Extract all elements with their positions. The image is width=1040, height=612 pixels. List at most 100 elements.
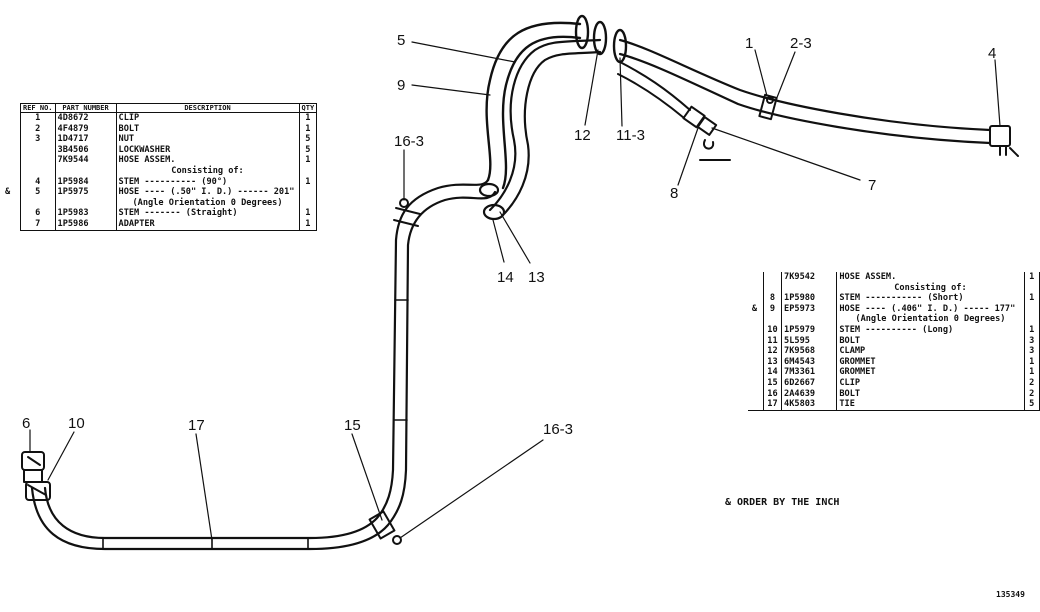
quantity-cell: 1 <box>1023 324 1040 336</box>
fitting-7-8 <box>682 105 731 161</box>
description-cell: (Angle Orientation 0 Degrees) <box>115 197 300 209</box>
ref-number-cell: 7 <box>20 218 56 231</box>
description-cell: STEM ---------- (Long) <box>836 324 1025 336</box>
callout-6: 6 <box>22 415 30 432</box>
ref-number-cell: 2 <box>20 123 56 135</box>
callout-10: 10 <box>68 415 85 432</box>
part-number-cell: 4F4879 <box>54 123 117 135</box>
table-row: (Angle Orientation 0 Degrees) <box>748 314 1040 325</box>
part-number-cell <box>781 282 838 294</box>
callout-8: 8 <box>670 185 678 202</box>
callout-15: 15 <box>344 417 361 434</box>
order-by-inch-mark: & <box>5 187 11 198</box>
callout-11-3: 11-3 <box>616 127 645 144</box>
callout-16-3-upper: 16-3 <box>394 133 424 150</box>
order-by-inch-mark <box>748 389 763 400</box>
quantity-cell: 1 <box>1023 293 1040 304</box>
quantity-cell: 2 <box>1023 388 1040 400</box>
ref-number-cell: 11 <box>762 335 783 347</box>
part-number-cell: 7M3361 <box>781 367 838 378</box>
ref-number-cell: 4 <box>20 176 56 188</box>
hose-9 <box>485 21 582 190</box>
table-row: Consisting of: <box>748 282 1040 294</box>
quantity-cell <box>298 165 318 177</box>
ref-number-cell: 13 <box>762 356 783 368</box>
header-part-number: PART NUMBER <box>54 103 117 113</box>
part-number-cell: 3B4506 <box>54 144 117 156</box>
fitting-6-10 <box>21 451 51 501</box>
quantity-cell <box>1023 282 1040 294</box>
callout-17: 17 <box>188 417 205 434</box>
description-cell: Consisting of: <box>115 165 300 177</box>
order-by-inch-mark <box>748 325 763 336</box>
order-by-inch-mark <box>748 272 763 283</box>
leader-lines <box>29 41 1001 541</box>
order-by-inch-mark <box>748 378 763 389</box>
callout-16-3-lower: 16-3 <box>543 421 573 438</box>
part-number-cell: 6D2667 <box>781 377 838 389</box>
quantity-cell: 2 <box>1023 377 1040 389</box>
clip-15 <box>368 510 402 545</box>
quantity-cell: 1 <box>298 218 318 231</box>
description-cell: BOLT <box>115 123 300 135</box>
callout-1: 1 <box>745 35 753 52</box>
description-cell: HOSE ---- (.50" I. D.) ------ 201" <box>115 187 300 198</box>
part-number-cell: 1P5984 <box>54 176 117 188</box>
part-number-cell: 7K9542 <box>781 272 838 283</box>
quantity-cell: 1 <box>1023 367 1040 378</box>
part-number-cell <box>54 197 117 209</box>
order-by-inch-mark <box>748 367 763 378</box>
order-by-inch-mark <box>748 336 763 347</box>
quantity-cell: 1 <box>1023 356 1040 368</box>
ref-number-cell: 16 <box>762 388 783 400</box>
description-cell: LOCKWASHER <box>115 144 300 156</box>
quantity-cell: 1 <box>298 208 318 219</box>
order-by-inch-mark <box>748 314 763 325</box>
hose-5 <box>488 38 602 218</box>
description-cell: HOSE ASSEM. <box>836 272 1025 283</box>
callout-9: 9 <box>397 77 405 94</box>
callout-14: 14 <box>497 269 514 286</box>
quantity-cell: 1 <box>298 112 318 124</box>
order-by-inch-mark: & <box>751 303 758 314</box>
quantity-cell: 3 <box>1023 335 1040 347</box>
part-number-cell: 1P5983 <box>54 208 117 219</box>
table-row: (Angle Orientation 0 Degrees) <box>20 197 318 209</box>
part-number-cell: 1D4717 <box>54 134 117 145</box>
description-cell: GROMMET <box>836 367 1025 378</box>
description-cell: BOLT <box>836 335 1025 347</box>
part-number-cell: 1P5986 <box>54 218 117 231</box>
order-by-inch-mark <box>748 283 763 294</box>
part-number-cell: 5L595 <box>781 335 838 347</box>
callout-5: 5 <box>397 32 405 49</box>
quantity-cell: 1 <box>298 155 318 166</box>
ref-number-cell <box>762 282 783 294</box>
part-number-cell: 1P5975 <box>54 187 117 198</box>
grommets-13-14 <box>478 182 506 221</box>
ref-number-cell: 9 <box>762 303 783 315</box>
quantity-cell <box>1023 303 1040 315</box>
ref-number-cell: 17 <box>762 399 783 411</box>
order-by-inch-mark <box>748 346 763 357</box>
drawing-number: 135349 <box>996 590 1025 599</box>
quantity-cell: 1 <box>298 176 318 188</box>
main-hose <box>30 178 497 551</box>
description-cell: STEM ---------- (90°) <box>115 176 300 188</box>
hose-ties <box>102 299 409 550</box>
ref-number-cell: 15 <box>762 377 783 389</box>
quantity-cell <box>1023 314 1040 325</box>
ref-number-cell: 8 <box>762 293 783 304</box>
